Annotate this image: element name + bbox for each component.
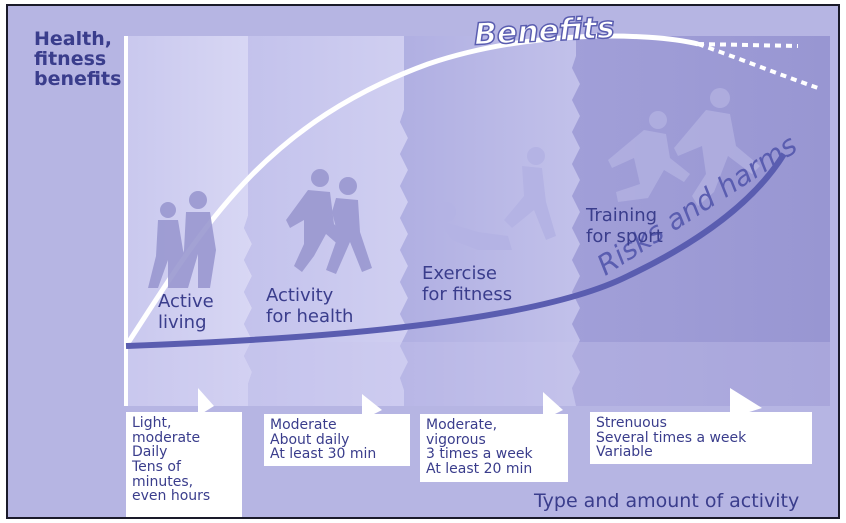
description-line: Variable [596,444,653,461]
stage-description-training-for-sport: Strenuous Several times a week Variable [590,412,812,464]
description-line: minutes, [132,473,194,490]
stage-description-exercise-for-fitness: Moderate, vigorous 3 times a week At lea… [420,414,568,482]
lower-band [126,342,830,406]
stage-label-training-for-sport: Training for sport [586,205,663,247]
exercising-figures-icon [436,147,556,250]
callout-arrow-4 [730,388,762,418]
description-line: Light, [132,415,172,431]
stage-description-activity-for-health: Moderate About daily At least 30 min [264,414,410,466]
running-figures-icon [608,88,760,206]
risks-curve [125,152,787,349]
description-line: At least 20 min [426,461,533,478]
stage-panel-4 [572,36,830,406]
x-axis-label: Type and amount of activity [534,490,800,512]
stage-label-line: Training [586,205,658,226]
description-line: Tens of [132,459,181,476]
y-axis-label-line: Health, [34,28,112,50]
stage-label-line: for fitness [422,283,513,305]
y-axis-label-line: fitness [34,47,107,70]
description-line: even hours [132,488,211,505]
stage-label-active-living: Active living [158,291,214,333]
callout-arrow-1 [198,388,214,416]
y-axis-label: Health, fitness benefits [34,28,122,90]
stage-label-line: Exercise [422,263,497,284]
stage-label-line: for health [266,305,354,327]
callout-arrow-3 [543,392,563,420]
stage-label-line: Active [158,291,214,312]
description-line: At least 30 min [270,446,377,463]
description-line: Moderate, [426,417,498,433]
stage-panel-3 [400,36,580,406]
description-line: moderate [132,429,201,446]
jogging-figures-icon [286,169,372,274]
walking-figures-icon [148,191,216,288]
stage-label-exercise-for-fitness: Exercise for fitness [422,263,513,305]
benefits-label: Benefits [472,10,616,54]
benefits-curve-dashed-lower [697,42,819,90]
diagram-graphics [123,33,830,420]
description-line: Moderate [270,417,337,433]
y-axis-label-line: benefits [34,67,122,90]
description-line: Several times a week [596,429,747,446]
description-line: 3 times a week [426,446,533,463]
benefits-curve-dashed-upper [697,42,799,48]
stage-label-activity-for-health: Activity for health [266,285,354,327]
stage-label-line: Activity [266,285,334,306]
stage-label-line: for sport [586,225,663,247]
diagram-frame: Health, fitness benefits Benefits Risks … [6,4,840,519]
description-line: vigorous [426,431,486,448]
callout-arrow-2 [362,394,382,420]
description-line: Strenuous [596,415,667,431]
description-line: About daily [270,431,350,448]
description-line: Daily [132,444,168,461]
stage-label-line: living [158,311,207,333]
stage-description-active-living: Light, moderate Daily Tens of minutes, e… [126,412,242,517]
